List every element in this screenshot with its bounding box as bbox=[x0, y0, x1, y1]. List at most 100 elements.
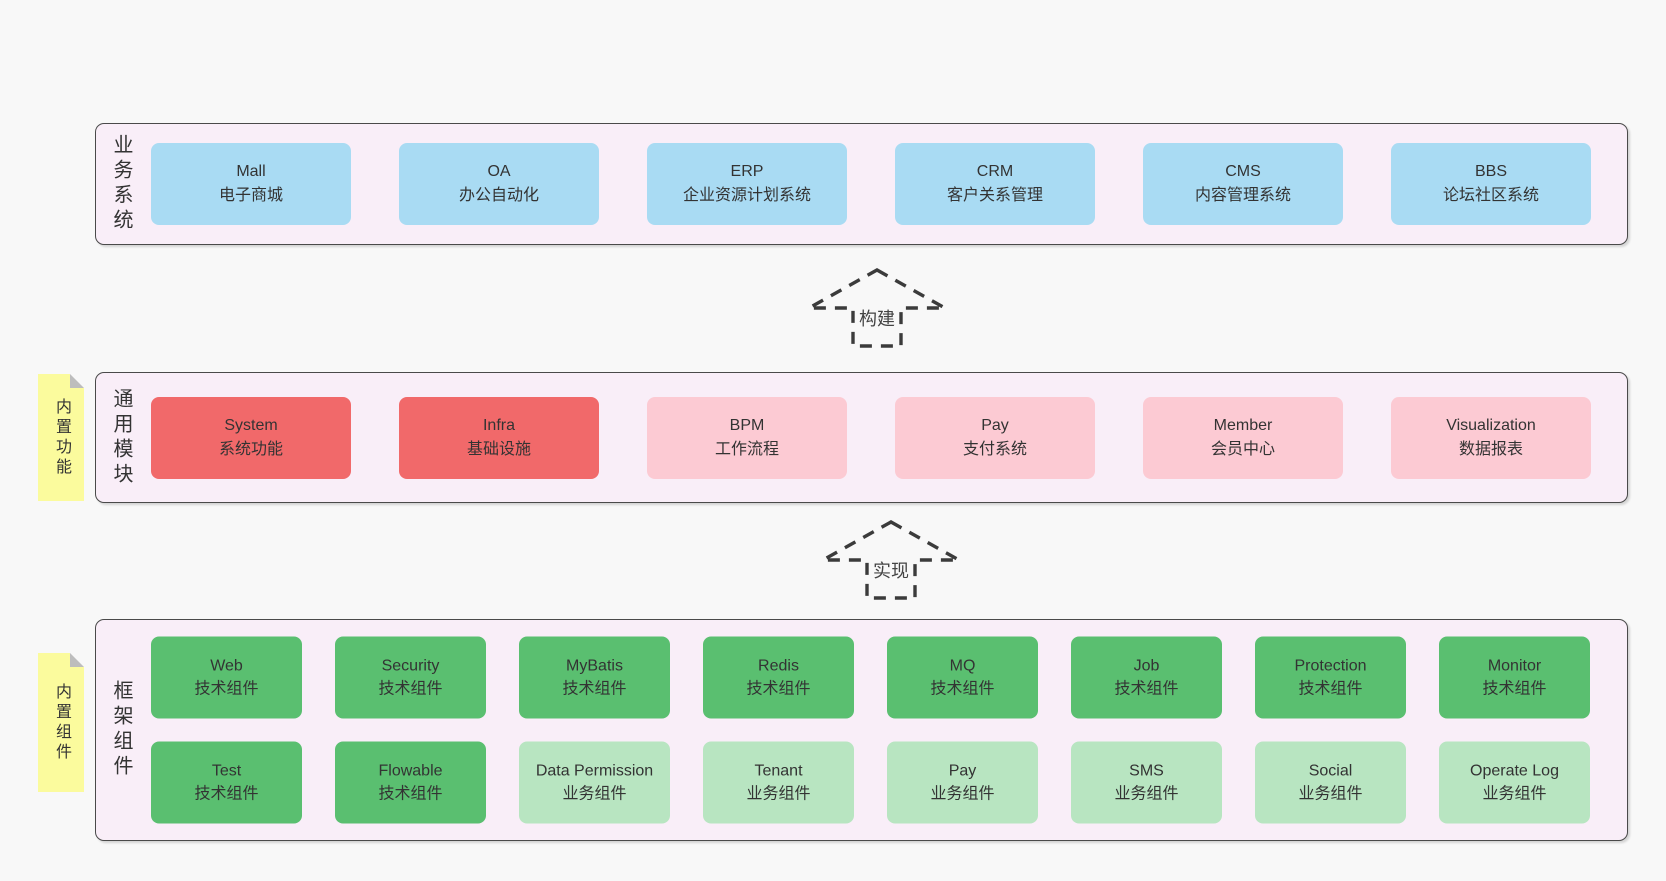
module-name: Pay bbox=[948, 762, 977, 780]
module-box-mq: MQ 技术组件 bbox=[887, 636, 1038, 719]
module-desc: 基础设施 bbox=[466, 440, 531, 458]
layer-title-components: 框架组件 bbox=[110, 680, 132, 780]
module-name: BBS bbox=[1474, 163, 1507, 180]
build-arrow-label: 构建 bbox=[856, 305, 898, 331]
module-name: Redis bbox=[758, 657, 799, 675]
module-desc: 技术组件 bbox=[1298, 680, 1363, 698]
module-desc: 支付系统 bbox=[962, 440, 1027, 458]
sticky-note-builtin-components: 内置组件 bbox=[38, 653, 84, 792]
module-box-mybatis: MyBatis 技术组件 bbox=[519, 636, 670, 719]
module-box-visualization: Visualization 数据报表 bbox=[1391, 396, 1591, 479]
module-name: Protection bbox=[1294, 657, 1367, 675]
module-box-system: System 系统功能 bbox=[151, 396, 351, 479]
layer-common-modules: 通用模块 System 系统功能 Infra 基础设施 BPM 工作流程 Pay 支付系统 Me… bbox=[95, 372, 1628, 503]
module-box-sms: SMS 业务组件 bbox=[1071, 741, 1222, 824]
module-desc: 内容管理系统 bbox=[1194, 187, 1291, 204]
module-box-mall: Mall 电子商城 bbox=[151, 143, 351, 225]
module-box-infra: Infra 基础设施 bbox=[399, 396, 599, 479]
build-arrow: 构建 bbox=[806, 268, 948, 348]
module-desc: 业务组件 bbox=[1298, 785, 1363, 803]
module-desc: 系统功能 bbox=[218, 440, 283, 458]
module-name: MQ bbox=[949, 657, 976, 675]
up-arrow-icon bbox=[820, 520, 962, 600]
module-name: Flowable bbox=[378, 762, 443, 780]
module-name: SMS bbox=[1129, 762, 1164, 780]
module-name: Web bbox=[210, 657, 243, 675]
layer-business-systems: 业务系统 Mall 电子商城 OA 办公自动化 ERP 企业资源计划系统 CRM 客户关系管理… bbox=[95, 123, 1628, 245]
module-box-tenant: Tenant 业务组件 bbox=[703, 741, 854, 824]
module-desc: 会员中心 bbox=[1210, 440, 1275, 458]
module-desc: 业务组件 bbox=[930, 785, 995, 803]
module-box-erp: ERP 企业资源计划系统 bbox=[647, 143, 847, 225]
module-box-flowable: Flowable 技术组件 bbox=[335, 741, 486, 824]
module-name: Job bbox=[1133, 657, 1160, 675]
note-text: 内置功能 bbox=[53, 397, 70, 478]
module-name: Monitor bbox=[1487, 657, 1542, 675]
module-name: Infra bbox=[482, 416, 515, 434]
module-box-monitor: Monitor 技术组件 bbox=[1439, 636, 1590, 719]
module-name: Member bbox=[1213, 416, 1273, 434]
note-fold-corner-icon bbox=[70, 653, 84, 667]
module-desc: 技术组件 bbox=[194, 785, 259, 803]
module-name: Operate Log bbox=[1470, 762, 1559, 780]
module-box-security: Security 技术组件 bbox=[335, 636, 486, 719]
module-name: Data Permission bbox=[535, 762, 654, 780]
modules-box-row: System 系统功能 Infra 基础设施 BPM 工作流程 Pay 支付系统 Member 会… bbox=[151, 396, 1591, 479]
module-box-redis: Redis 技术组件 bbox=[703, 636, 854, 719]
module-box-bpm: BPM 工作流程 bbox=[647, 396, 847, 479]
module-name: OA bbox=[487, 163, 511, 180]
module-desc: 技术组件 bbox=[746, 680, 811, 698]
module-desc: 技术组件 bbox=[378, 785, 443, 803]
module-name: MyBatis bbox=[566, 657, 623, 675]
module-box-member: Member 会员中心 bbox=[1143, 396, 1343, 479]
module-box-bbs: BBS 论坛社区系统 bbox=[1391, 143, 1591, 225]
module-desc: 业务组件 bbox=[1482, 785, 1547, 803]
module-name: CMS bbox=[1225, 163, 1261, 180]
module-desc: 技术组件 bbox=[930, 680, 995, 698]
module-box-operate-log: Operate Log 业务组件 bbox=[1439, 741, 1590, 824]
layer-title-modules: 通用模块 bbox=[110, 387, 132, 488]
up-arrow-icon bbox=[806, 268, 948, 348]
module-desc: 技术组件 bbox=[562, 680, 627, 698]
module-box-data-permission: Data Permission 业务组件 bbox=[519, 741, 670, 824]
module-box-protection: Protection 技术组件 bbox=[1255, 636, 1406, 719]
sticky-note-builtin-functions: 内置功能 bbox=[38, 374, 84, 501]
module-desc: 业务组件 bbox=[562, 785, 627, 803]
module-name: Tenant bbox=[754, 762, 803, 780]
module-box-web: Web 技术组件 bbox=[151, 636, 302, 719]
module-name: Mall bbox=[236, 163, 266, 180]
implement-arrow-label: 实现 bbox=[870, 557, 912, 583]
module-desc: 业务组件 bbox=[1114, 785, 1179, 803]
module-desc: 论坛社区系统 bbox=[1442, 187, 1539, 204]
module-name: System bbox=[224, 416, 278, 434]
module-name: ERP bbox=[730, 163, 764, 180]
module-desc: 数据报表 bbox=[1458, 440, 1523, 458]
module-desc: 技术组件 bbox=[194, 680, 259, 698]
implement-arrow: 实现 bbox=[820, 520, 962, 600]
module-name: BPM bbox=[729, 416, 765, 434]
module-box-oa: OA 办公自动化 bbox=[399, 143, 599, 225]
module-name: CRM bbox=[976, 163, 1014, 180]
module-name: Pay bbox=[981, 416, 1009, 434]
module-desc: 电子商城 bbox=[218, 187, 283, 204]
module-name: Security bbox=[381, 657, 440, 675]
module-desc: 技术组件 bbox=[1482, 680, 1547, 698]
module-desc: 业务组件 bbox=[746, 785, 811, 803]
note-fold-corner-icon bbox=[70, 374, 84, 388]
business-box-row: Mall 电子商城 OA 办公自动化 ERP 企业资源计划系统 CRM 客户关系管理 CMS 内容… bbox=[151, 143, 1591, 225]
module-desc: 企业资源计划系统 bbox=[682, 187, 811, 204]
module-desc: 客户关系管理 bbox=[946, 187, 1043, 204]
module-desc: 办公自动化 bbox=[458, 187, 539, 204]
module-desc: 技术组件 bbox=[1114, 680, 1179, 698]
module-box-crm: CRM 客户关系管理 bbox=[895, 143, 1095, 225]
module-box-pay: Pay 业务组件 bbox=[887, 741, 1038, 824]
module-desc: 技术组件 bbox=[378, 680, 443, 698]
module-desc: 工作流程 bbox=[714, 440, 779, 458]
module-box-cms: CMS 内容管理系统 bbox=[1143, 143, 1343, 225]
layer-title-business: 业务系统 bbox=[110, 134, 132, 234]
note-text: 内置组件 bbox=[53, 682, 70, 763]
module-name: Visualization bbox=[1446, 416, 1536, 434]
